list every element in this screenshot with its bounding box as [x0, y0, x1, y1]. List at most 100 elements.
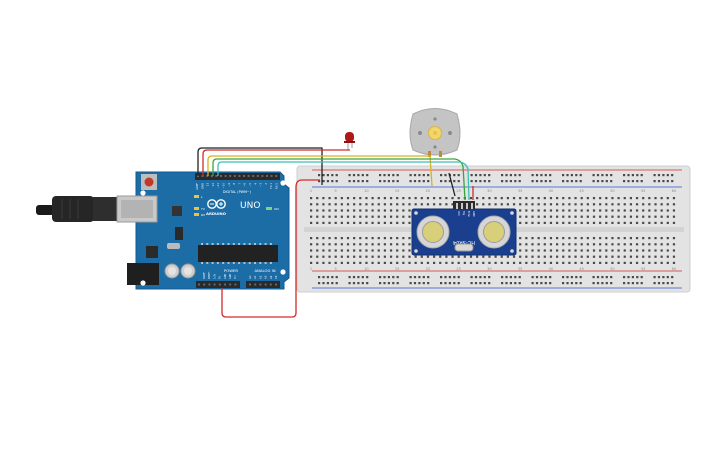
rail-hole[interactable] — [570, 180, 573, 183]
rail-hole[interactable] — [427, 180, 430, 183]
breadboard-hole[interactable] — [389, 261, 393, 264]
breadboard-hole[interactable] — [310, 249, 313, 252]
breadboard-hole[interactable] — [562, 261, 565, 264]
breadboard-hole[interactable] — [519, 237, 522, 240]
rail-hole[interactable] — [605, 276, 608, 279]
header-pin[interactable] — [218, 283, 221, 286]
breadboard-hole[interactable] — [316, 203, 319, 206]
breadboard-hole[interactable] — [310, 237, 313, 240]
wire-teal-echo[interactable] — [217, 161, 470, 201]
breadboard-hole[interactable] — [519, 209, 522, 212]
rail-hole[interactable] — [379, 276, 382, 279]
breadboard-hole[interactable] — [531, 197, 534, 200]
rail-hole[interactable] — [662, 180, 665, 183]
breadboard-hole[interactable] — [605, 261, 608, 264]
breadboard-hole[interactable] — [531, 209, 534, 212]
breadboard-hole[interactable] — [396, 249, 399, 252]
rail-hole[interactable] — [352, 276, 356, 279]
rail-hole[interactable] — [396, 180, 399, 183]
rail-hole[interactable] — [479, 180, 482, 183]
breadboard-hole[interactable] — [654, 243, 657, 246]
rail-hole[interactable] — [387, 174, 390, 177]
rail-hole[interactable] — [657, 174, 661, 177]
breadboard-hole[interactable] — [445, 261, 448, 264]
breadboard-hole[interactable] — [500, 261, 503, 264]
breadboard-hole[interactable] — [451, 197, 454, 200]
breadboard-hole[interactable] — [482, 261, 485, 264]
rail-hole[interactable] — [453, 180, 456, 183]
header-pin[interactable] — [252, 175, 255, 177]
breadboard-hole[interactable] — [654, 249, 657, 252]
rail-hole[interactable] — [575, 174, 578, 177]
breadboard-hole[interactable] — [469, 197, 473, 200]
breadboard-hole[interactable] — [629, 215, 632, 218]
breadboard-hole[interactable] — [580, 255, 583, 258]
breadboard-hole[interactable] — [519, 203, 522, 206]
breadboard-hole[interactable] — [599, 255, 602, 258]
rail-hole[interactable] — [636, 282, 639, 285]
rail-hole[interactable] — [361, 282, 364, 285]
rail-hole[interactable] — [631, 174, 634, 177]
breadboard-hole[interactable] — [531, 203, 534, 206]
rail-hole[interactable] — [662, 282, 665, 285]
breadboard-hole[interactable] — [648, 249, 651, 252]
breadboard-hole[interactable] — [580, 215, 583, 218]
breadboard-hole[interactable] — [402, 255, 405, 258]
breadboard-hole[interactable] — [451, 261, 454, 264]
breadboard-hole[interactable] — [445, 203, 448, 206]
wire-black-led[interactable] — [197, 147, 323, 185]
breadboard-hole[interactable] — [445, 197, 448, 200]
header-pin[interactable] — [210, 175, 213, 177]
rail-hole[interactable] — [531, 282, 534, 285]
breadboard-hole[interactable] — [396, 203, 399, 206]
breadboard-hole[interactable] — [611, 203, 614, 206]
breadboard-hole[interactable] — [433, 197, 436, 200]
rail-hole[interactable] — [540, 174, 543, 177]
breadboard-hole[interactable] — [512, 197, 516, 200]
header-pin[interactable] — [229, 175, 232, 177]
rail-hole[interactable] — [348, 276, 351, 279]
breadboard-hole[interactable] — [389, 209, 393, 212]
breadboard-hole[interactable] — [623, 203, 626, 206]
rail-hole[interactable] — [383, 180, 386, 183]
breadboard-hole[interactable] — [433, 255, 436, 258]
breadboard-hole[interactable] — [611, 209, 614, 212]
rail-hole[interactable] — [627, 282, 630, 285]
breadboard-hole[interactable] — [599, 237, 602, 240]
breadboard-hole[interactable] — [666, 215, 669, 218]
breadboard-hole[interactable] — [617, 203, 620, 206]
breadboard-hole[interactable] — [383, 249, 386, 252]
rail-hole[interactable] — [579, 276, 582, 279]
breadboard-hole[interactable] — [672, 215, 676, 218]
header-pin[interactable] — [270, 175, 273, 177]
wire-red-led[interactable] — [202, 149, 350, 176]
breadboard-hole[interactable] — [433, 261, 436, 264]
breadboard-hole[interactable] — [445, 255, 448, 258]
breadboard-hole[interactable] — [623, 255, 626, 258]
breadboard-hole[interactable] — [580, 197, 583, 200]
rail-hole[interactable] — [666, 174, 669, 177]
breadboard-hole[interactable] — [414, 255, 417, 258]
breadboard-hole[interactable] — [322, 261, 325, 264]
breadboard-hole[interactable] — [666, 261, 669, 264]
breadboard-hole[interactable] — [439, 255, 442, 258]
breadboard-hole[interactable] — [623, 243, 626, 246]
breadboard-hole[interactable] — [537, 209, 540, 212]
breadboard-hole[interactable] — [389, 237, 393, 240]
breadboard-hole[interactable] — [512, 203, 516, 206]
rail-hole[interactable] — [470, 174, 473, 177]
breadboard-hole[interactable] — [328, 203, 331, 206]
breadboard-hole[interactable] — [617, 197, 620, 200]
breadboard-hole[interactable] — [543, 209, 546, 212]
breadboard-hole[interactable] — [328, 215, 331, 218]
breadboard-hole[interactable] — [537, 261, 540, 264]
breadboard-hole[interactable] — [519, 215, 522, 218]
breadboard-hole[interactable] — [611, 255, 614, 258]
breadboard-hole[interactable] — [414, 261, 417, 264]
rail-hole[interactable] — [657, 180, 661, 183]
rail-hole[interactable] — [631, 180, 634, 183]
breadboard-hole[interactable] — [562, 209, 565, 212]
rail-hole[interactable] — [540, 276, 543, 279]
rail-hole[interactable] — [657, 282, 661, 285]
rail-hole[interactable] — [540, 180, 543, 183]
